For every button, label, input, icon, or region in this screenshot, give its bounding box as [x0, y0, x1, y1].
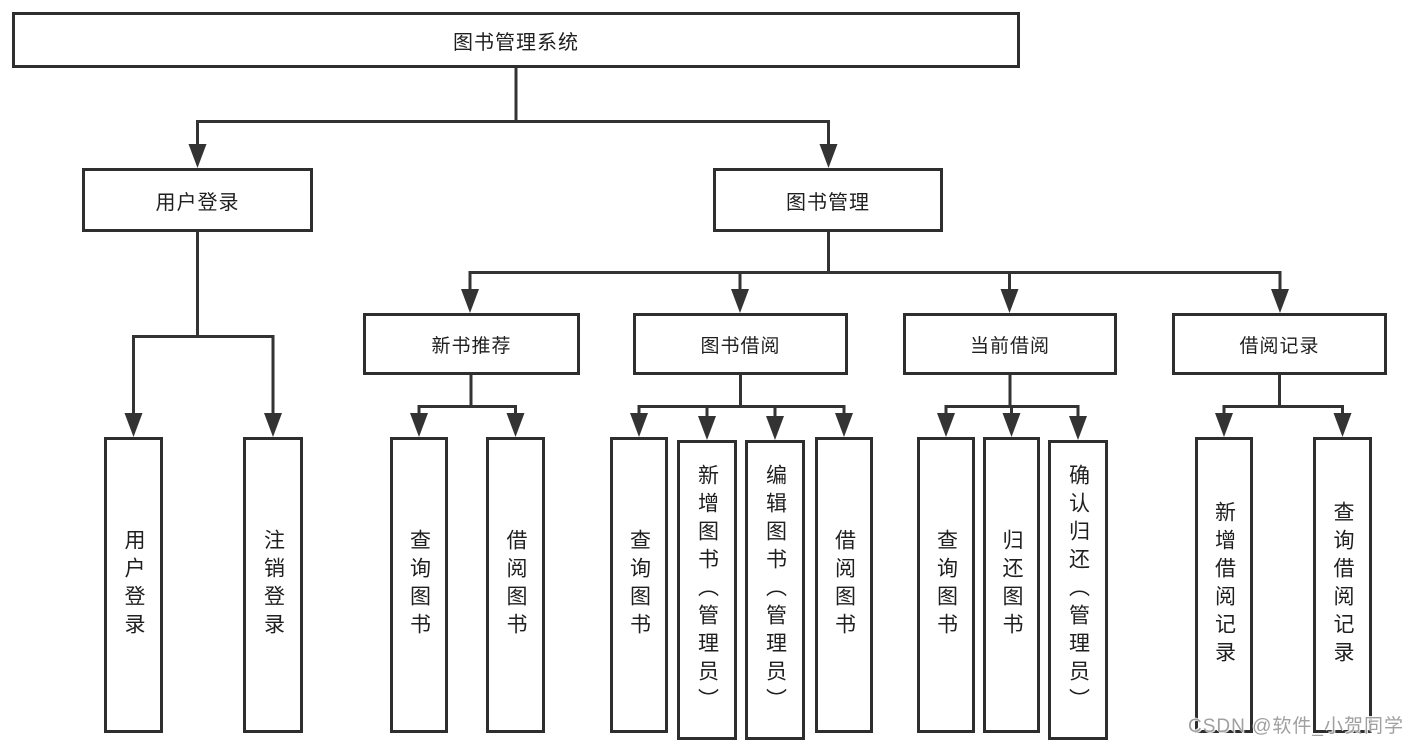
node-borrowing-records: 借阅记录 [1172, 313, 1387, 375]
leaf-confirm-return-admin-label: 确认归还（管理员） [1066, 464, 1090, 716]
leaf-return-books: 归还图书 [983, 437, 1040, 733]
node-borrowing-records-label: 借阅记录 [1239, 335, 1320, 357]
leaf-user-login: 用户登录 [104, 437, 163, 733]
arrow-down-icon [1000, 289, 1019, 313]
arrow-down-icon [1215, 413, 1233, 437]
node-root-label: 图书管理系统 [453, 31, 579, 54]
connector-book-borrowing-children [630, 375, 853, 440]
leaf-query-books-1-label: 查询图书 [407, 529, 431, 641]
node-user-login-label: 用户登录 [155, 191, 240, 214]
arrow-down-icon [1333, 413, 1352, 437]
arrow-down-icon [630, 413, 648, 437]
leaf-add-book-admin-label: 新增图书（管理员） [695, 464, 719, 716]
connector-root-to-level2 [188, 68, 838, 168]
leaf-borrow-books-1-label: 借阅图书 [504, 529, 527, 641]
arrow-down-icon [506, 413, 525, 437]
leaf-borrow-books-2-label: 借阅图书 [832, 529, 856, 641]
node-book-borrowing: 图书借阅 [633, 313, 848, 375]
arrow-down-icon [1271, 289, 1289, 313]
leaf-confirm-return-admin: 确认归还（管理员） [1048, 440, 1108, 740]
node-current-borrowing-label: 当前借阅 [969, 335, 1050, 357]
arrow-down-icon [766, 416, 784, 440]
leaf-borrow-books-1: 借阅图书 [486, 437, 545, 733]
leaf-borrow-books-2: 借阅图书 [815, 437, 873, 733]
arrow-down-icon [698, 416, 716, 440]
leaf-query-books-2: 查询图书 [610, 437, 668, 733]
arrow-down-icon [410, 413, 428, 437]
arrow-down-icon [819, 144, 838, 168]
arrow-down-icon [835, 413, 853, 437]
leaf-user-login-label: 用户登录 [122, 529, 145, 641]
leaf-query-books-2-label: 查询图书 [627, 529, 651, 641]
leaf-query-books-3: 查询图书 [917, 437, 975, 733]
arrow-down-icon [1069, 416, 1087, 440]
node-user-login: 用户登录 [82, 168, 313, 232]
leaf-return-books-label: 归还图书 [1000, 529, 1023, 641]
leaf-query-books-1: 查询图书 [390, 437, 448, 733]
leaf-query-books-3-label: 查询图书 [934, 529, 958, 641]
connector-user-login-children [124, 232, 282, 437]
leaf-add-book-admin: 新增图书（管理员） [677, 440, 737, 740]
connector-current-borrowing-children [937, 375, 1087, 440]
arrow-down-icon [124, 413, 143, 437]
arrow-down-icon [461, 289, 479, 313]
node-book-management: 图书管理 [713, 168, 943, 232]
leaf-edit-book-admin-label: 编辑图书（管理员） [763, 464, 787, 716]
node-root: 图书管理系统 [12, 12, 1020, 68]
arrow-down-icon [264, 413, 282, 437]
node-new-book-recommend-label: 新书推荐 [431, 335, 512, 357]
leaf-query-borrow-record: 查询借阅记录 [1313, 437, 1372, 733]
arrow-down-icon [731, 289, 749, 313]
leaf-add-borrow-record: 新增借阅记录 [1195, 437, 1253, 733]
connector-book-management-children [461, 232, 1289, 313]
watermark: CSDN @软件_小贺同学 [1188, 716, 1404, 737]
arrow-down-icon [1002, 413, 1021, 437]
node-book-management-label: 图书管理 [786, 191, 870, 214]
node-book-borrowing-label: 图书借阅 [700, 335, 781, 357]
node-current-borrowing: 当前借阅 [903, 313, 1117, 375]
connector-borrowing-records-children [1215, 375, 1352, 437]
leaf-add-borrow-record-label: 新增借阅记录 [1212, 501, 1236, 669]
leaf-logout-label: 注销登录 [261, 529, 285, 641]
leaf-logout: 注销登录 [243, 437, 303, 733]
leaf-edit-book-admin: 编辑图书（管理员） [745, 440, 805, 740]
leaf-query-borrow-record-label: 查询借阅记录 [1331, 501, 1354, 669]
node-new-book-recommend: 新书推荐 [363, 313, 580, 375]
arrow-down-icon [188, 144, 207, 168]
connector-new-book-children [410, 375, 525, 437]
arrow-down-icon [937, 413, 955, 437]
